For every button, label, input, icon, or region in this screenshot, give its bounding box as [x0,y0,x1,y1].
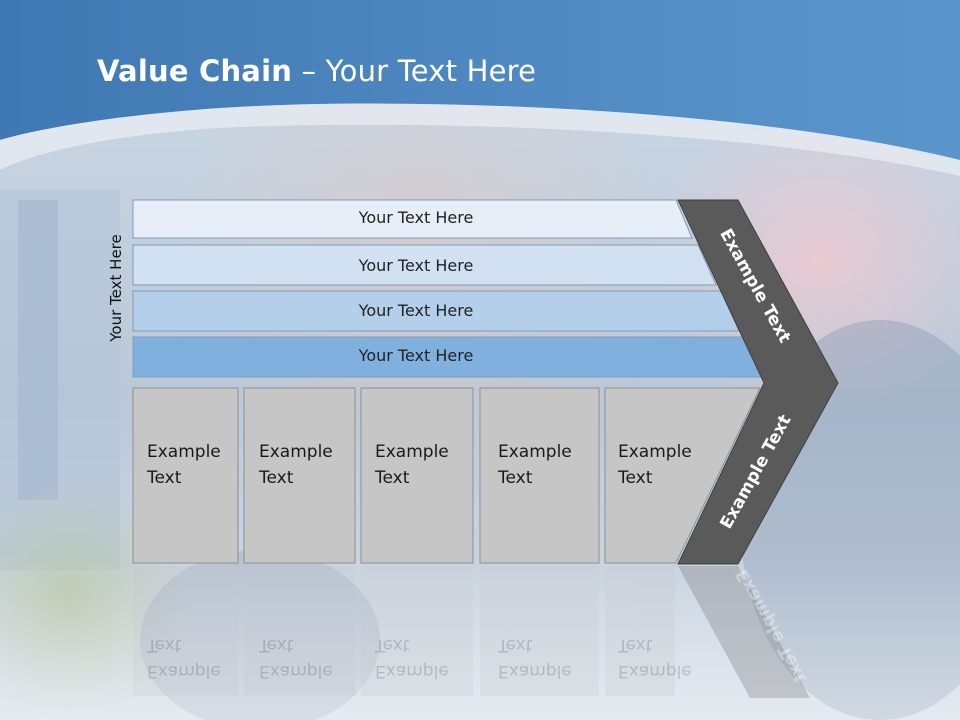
page-title: Value Chain – Your Text Here [97,54,536,88]
column-2-reflection-line1: Example [259,661,333,681]
column-5-reflection-line1: Example [618,661,692,681]
chevron-arrow [677,199,839,565]
column-3-reflection: Example Text [375,632,475,684]
band-3 [132,290,740,332]
column-1-line1: Example [147,442,221,462]
column-3-reflection-line2: Text [375,635,410,655]
band-1-label: Your Text Here [358,208,474,227]
column-1-reflection-line2: Text [147,635,182,655]
column-2-line2: Text [259,468,294,488]
column-4 [479,387,600,564]
column-4-reflection: Example Text [498,632,598,684]
column-5-reflection-line2: Text [618,635,653,655]
band-1 [132,199,693,239]
column-4-reflection-line2: Text [498,635,533,655]
band-2 [132,244,717,286]
column-2-line1: Example [259,442,333,462]
column-1-line2: Text [147,468,182,488]
column-3-line2: Text [375,468,410,488]
column-2 [243,387,356,564]
column-4-line2: Text [498,468,533,488]
band-2-label: Your Text Here [358,256,474,275]
column-3 [360,387,474,564]
band-3-label: Your Text Here [358,301,474,320]
column-5-line1: Example [618,442,692,462]
column-2-reflection-line2: Text [259,635,294,655]
title-rest: – Your Text Here [292,54,537,88]
column-3-line1: Example [375,442,449,462]
chevron-reflection [678,566,810,698]
column-3-reflection-line1: Example [375,661,449,681]
column-5-line2: Text [618,468,653,488]
band-4-label: Your Text Here [358,346,474,365]
column-4-line1: Example [498,442,572,462]
column-2-reflection: Example Text [259,632,359,684]
column-1-reflection: Example Text [147,632,247,684]
title-bold: Value Chain [97,54,293,88]
column-5-reflection: Example Text [618,632,718,684]
column-4-reflection-line1: Example [498,661,572,681]
column-1-reflection-line1: Example [147,661,221,681]
column-5 [604,387,761,564]
column-1 [132,387,239,564]
columns-reflection [133,566,675,696]
